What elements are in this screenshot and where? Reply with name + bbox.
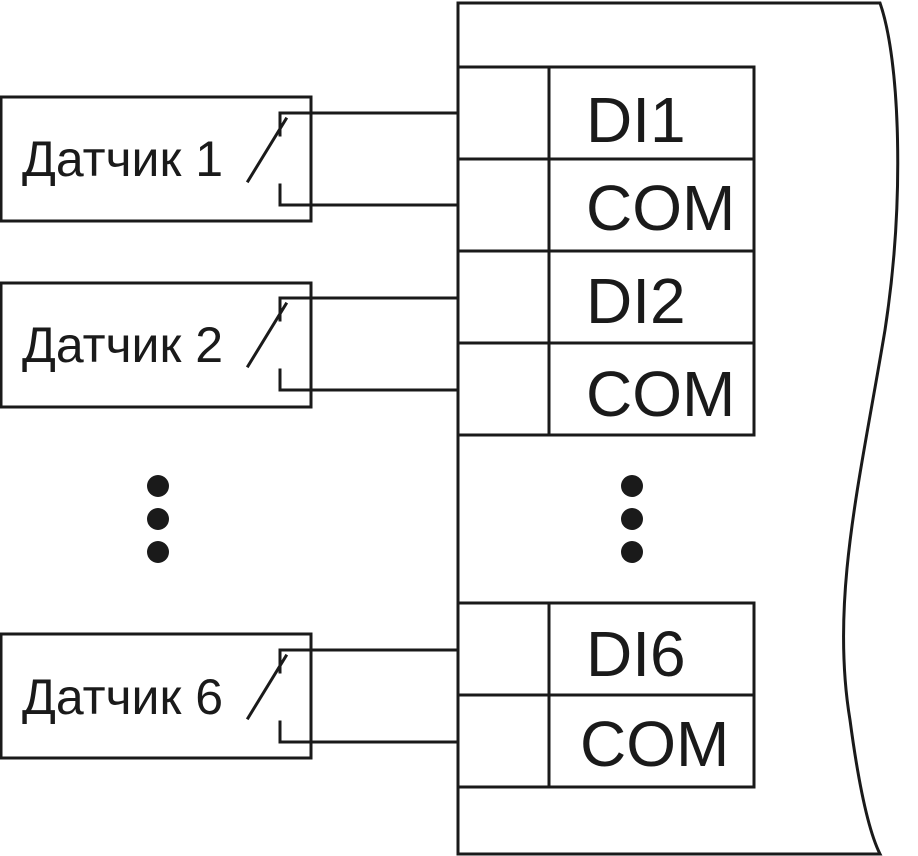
- switch-contact-2-lower: [278, 368, 460, 392]
- ellipsis-dot: [621, 541, 643, 563]
- switch-contact-1-lower: [278, 183, 460, 207]
- ellipsis-sensors: [147, 475, 169, 563]
- terminal-label-com2: COM: [586, 358, 735, 430]
- terminal-label-di2: DI2: [586, 265, 686, 337]
- ellipsis-dot: [147, 541, 169, 563]
- terminal-label-com1: COM: [586, 172, 735, 244]
- terminal-label-com6: COM: [580, 708, 729, 780]
- sensor-6: Датчик 6: [0, 632, 460, 760]
- device-housing: [456, 1, 900, 856]
- terminal-block-2: [456, 601, 756, 789]
- terminal-label-di1: DI1: [586, 84, 686, 156]
- sensor-label-2: Датчик 2: [22, 317, 223, 373]
- sensor-1: Датчик 1: [0, 95, 460, 223]
- sensor-label-1: Датчик 1: [22, 131, 223, 187]
- switch-lever-1: [245, 116, 289, 184]
- ellipsis-dot: [621, 508, 643, 530]
- terminal-block-1: [456, 65, 756, 437]
- ellipsis-dot: [147, 475, 169, 497]
- switch-lever-2: [245, 301, 289, 369]
- switch-contact-6-lower: [278, 720, 460, 744]
- ellipsis-dot: [621, 475, 643, 497]
- ellipsis-terminals: [621, 475, 643, 563]
- sensor-label-6: Датчик 6: [22, 669, 223, 725]
- switch-lever-6: [245, 653, 289, 721]
- terminal-label-di6: DI6: [586, 618, 686, 690]
- ellipsis-dot: [147, 508, 169, 530]
- sensor-2: Датчик 2: [0, 281, 460, 409]
